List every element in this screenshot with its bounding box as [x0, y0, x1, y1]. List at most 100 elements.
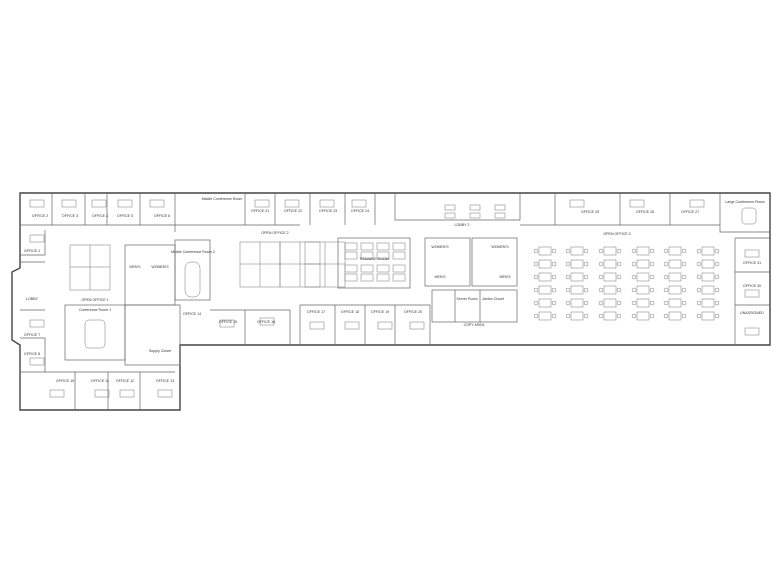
- lobby-table: [494, 212, 506, 219]
- office-desk: [157, 389, 173, 398]
- chair-icon: [616, 248, 622, 254]
- chair-icon: [565, 274, 571, 280]
- office-desk: [744, 249, 760, 258]
- office-desk: [91, 199, 107, 208]
- chair-icon: [583, 287, 589, 293]
- lobby-table: [444, 204, 456, 211]
- workstation: [603, 246, 617, 256]
- chair-icon: [649, 248, 655, 254]
- workstation: [603, 311, 617, 321]
- chair-icon: [681, 248, 687, 254]
- label-office-1: OFFICE 1: [24, 249, 40, 253]
- office-desk: [351, 199, 367, 208]
- chair-icon: [714, 313, 720, 319]
- chair-icon: [696, 287, 702, 293]
- label-supply: Supply Closet: [149, 349, 171, 353]
- workstation: [668, 285, 682, 295]
- workstation: [570, 272, 584, 282]
- workstation: [636, 298, 650, 308]
- office-desk: [409, 321, 425, 330]
- chair-icon: [631, 313, 637, 319]
- label-office-25: OFFICE 25: [581, 210, 599, 214]
- office-desk: [259, 317, 275, 326]
- office-desk: [29, 319, 45, 328]
- training-desk: [344, 264, 358, 273]
- chair-icon: [533, 313, 539, 319]
- chair-icon: [616, 300, 622, 306]
- training-desk: [392, 264, 406, 273]
- office-desk: [219, 319, 235, 328]
- label-office-19: OFFICE 19: [371, 310, 389, 314]
- label-office-21: OFFICE 21: [251, 209, 269, 213]
- chair-icon: [565, 261, 571, 267]
- training-desk: [376, 264, 390, 273]
- label-copy-area: COPY AREA: [464, 323, 485, 327]
- training-desk: [376, 251, 390, 260]
- label-office-30: OFFICE 30: [743, 284, 761, 288]
- chair-icon: [714, 274, 720, 280]
- workstation: [603, 259, 617, 269]
- label-server: Server Room: [456, 297, 477, 301]
- workstation: [668, 259, 682, 269]
- chair-icon: [631, 261, 637, 267]
- label-office-23: OFFICE 23: [319, 209, 337, 213]
- chair-icon: [598, 248, 604, 254]
- chair-icon: [616, 261, 622, 267]
- workstation: [570, 259, 584, 269]
- conference-table: [84, 319, 106, 349]
- chair-icon: [663, 261, 669, 267]
- chair-icon: [598, 300, 604, 306]
- label-office-16: OFFICE 16: [257, 320, 275, 324]
- label-office-3: OFFICE 3: [62, 214, 78, 218]
- workstation: [538, 285, 552, 295]
- label-conference-3: Middle Conference Room: [202, 197, 243, 201]
- label-office-10: OFFICE 10: [56, 379, 74, 383]
- chair-icon: [663, 248, 669, 254]
- label-mens-3: MEN'S: [499, 275, 511, 279]
- workstation: [701, 259, 715, 269]
- label-womens-2: WOMEN'S: [431, 245, 449, 249]
- lobby-table: [444, 212, 456, 219]
- office-desk: [29, 234, 45, 243]
- office-desk: [149, 199, 165, 208]
- chair-icon: [714, 300, 720, 306]
- label-office-20: OFFICE 20: [404, 310, 422, 314]
- label-office-18: OFFICE 18: [341, 310, 359, 314]
- chair-icon: [663, 287, 669, 293]
- label-janitor: Janitor Closet: [482, 297, 504, 301]
- workstation: [636, 311, 650, 321]
- lobby-table: [469, 204, 481, 211]
- workstation: [570, 246, 584, 256]
- chair-icon: [649, 274, 655, 280]
- chair-icon: [565, 248, 571, 254]
- label-office-2: OFFICE 2: [32, 214, 48, 218]
- workstation: [538, 259, 552, 269]
- label-office-13: OFFICE 13: [156, 379, 174, 383]
- label-office-14: OFFICE 14: [183, 312, 201, 316]
- chair-icon: [551, 300, 557, 306]
- chair-icon: [598, 313, 604, 319]
- chair-icon: [598, 287, 604, 293]
- chair-icon: [631, 274, 637, 280]
- workstation: [636, 272, 650, 282]
- lobby-table: [469, 212, 481, 219]
- conference-table: [741, 207, 757, 225]
- office-desk: [569, 199, 585, 208]
- chair-icon: [681, 287, 687, 293]
- workstation: [570, 298, 584, 308]
- office-desk: [29, 199, 45, 208]
- label-office-4: OFFICE 4: [92, 214, 108, 218]
- label-open-office-1: OPEN OFFICE 1: [81, 298, 108, 302]
- chair-icon: [616, 274, 622, 280]
- label-office-6: OFFICE 6: [154, 214, 170, 218]
- label-womens-3: WOMEN'S: [491, 245, 509, 249]
- label-office-12: OFFICE 12: [116, 379, 134, 383]
- label-office-24: OFFICE 24: [351, 209, 369, 213]
- chair-icon: [649, 261, 655, 267]
- label-office-15: OFFICE 15: [219, 320, 237, 324]
- interior-walls: [20, 193, 770, 410]
- chair-icon: [583, 274, 589, 280]
- chair-icon: [616, 313, 622, 319]
- office-desk: [689, 199, 705, 208]
- chair-icon: [565, 313, 571, 319]
